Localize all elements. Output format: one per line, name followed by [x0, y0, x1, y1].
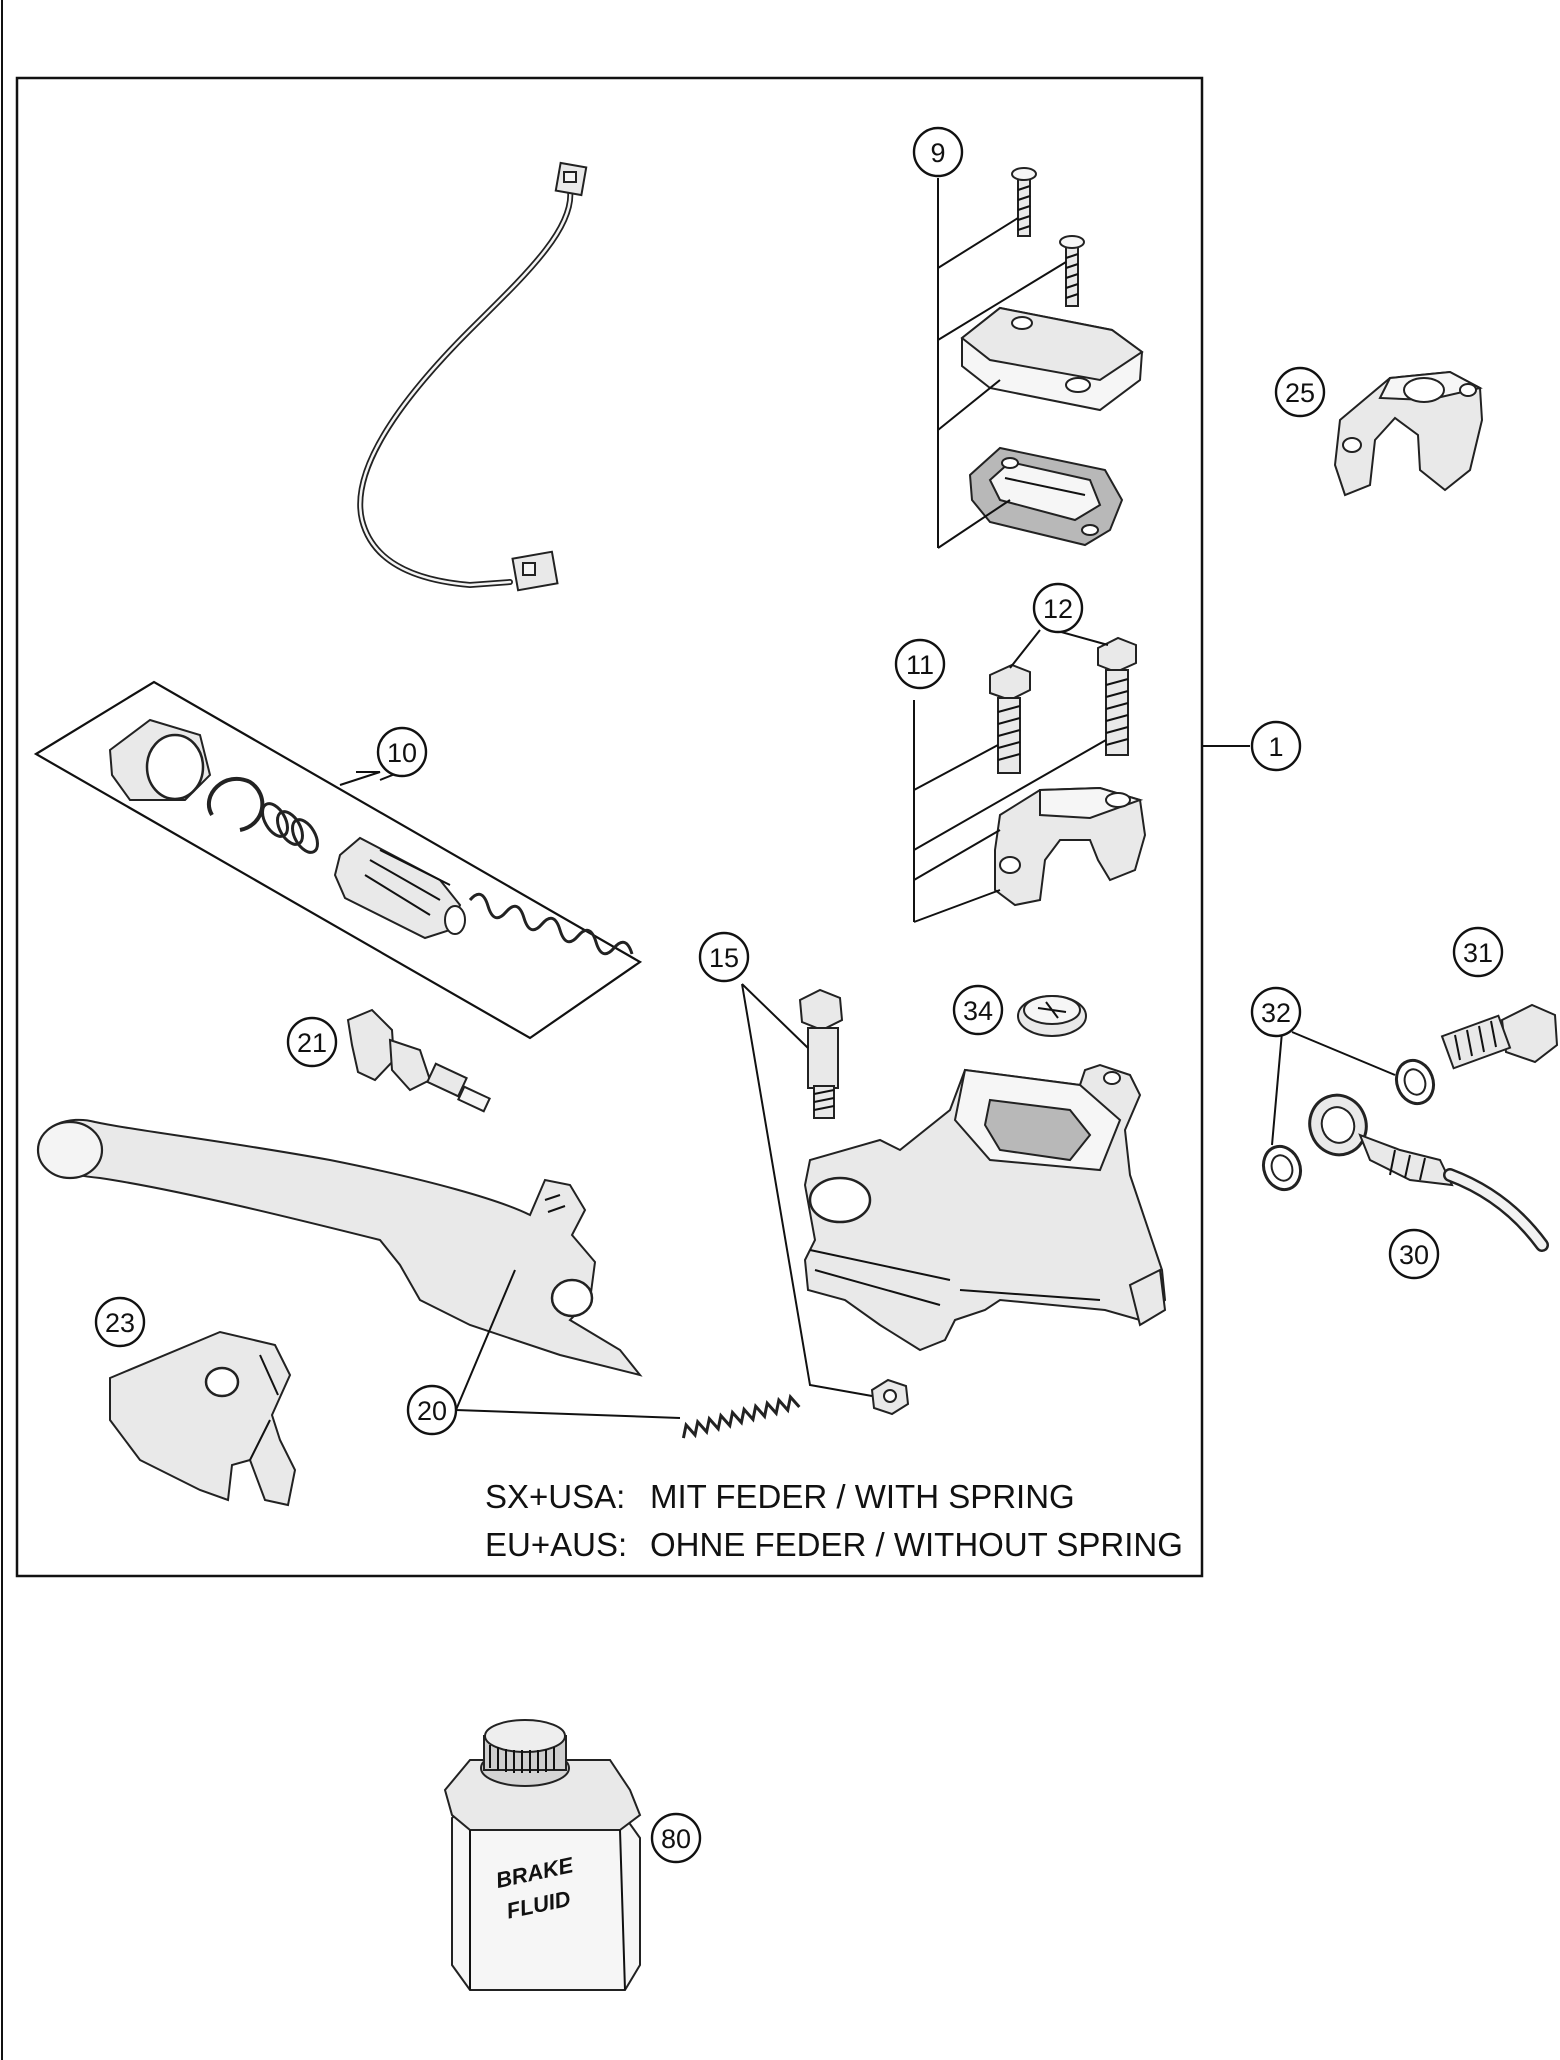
svg-text:34: 34 — [963, 996, 993, 1026]
part-80-brake-fluid-can: BRAKE FLUID — [443, 1719, 642, 1991]
callout-32: 32 — [1250, 986, 1302, 1038]
callout-11: 11 — [894, 638, 946, 690]
part-10-piston-kit — [33, 680, 643, 1040]
callout-21: 21 — [286, 1016, 338, 1068]
svg-text:31: 31 — [1463, 938, 1493, 968]
callout-34: 34 — [952, 984, 1004, 1036]
svg-text:SX+USA:: SX+USA: — [485, 1478, 625, 1515]
svg-text:12: 12 — [1043, 594, 1073, 624]
svg-text:1: 1 — [1268, 732, 1283, 762]
part-23-lever-guard — [109, 1330, 297, 1507]
assembly-frame — [15, 76, 1204, 1578]
part-20-lever — [36, 1118, 801, 1439]
svg-text:20: 20 — [417, 1396, 447, 1426]
spring-note: SX+USA: MIT FEDER / WITH SPRING EU+AUS: … — [485, 1478, 1183, 1563]
callout-23: 23 — [94, 1296, 146, 1348]
callout-12: 12 — [1032, 582, 1084, 634]
callout-20: 20 — [406, 1384, 458, 1436]
svg-text:30: 30 — [1399, 1240, 1429, 1270]
callout-9: 9 — [912, 126, 964, 178]
callout-10: 10 — [376, 726, 428, 778]
svg-text:MIT FEDER / WITH SPRING: MIT FEDER / WITH SPRING — [650, 1478, 1075, 1515]
callout-15: 15 — [698, 931, 750, 983]
callout-80: 80 — [650, 1812, 702, 1864]
svg-text:15: 15 — [709, 943, 739, 973]
svg-text:80: 80 — [661, 1824, 691, 1854]
svg-text:23: 23 — [105, 1308, 135, 1338]
master-cylinder-body — [803, 1063, 1167, 1352]
part-21-adjuster — [346, 1008, 491, 1113]
svg-text:11: 11 — [906, 650, 934, 680]
svg-text:21: 21 — [297, 1028, 327, 1058]
part-25-handlebar-clamp — [1333, 370, 1484, 497]
part-31-banjo-bolt — [1440, 1003, 1559, 1070]
part-9-reservoir-cover-kit — [937, 167, 1144, 549]
part-34-sight-glass — [1017, 995, 1087, 1037]
callout-1: 1 — [1250, 720, 1302, 772]
svg-text:OHNE FEDER / WITHOUT SPRING: OHNE FEDER / WITHOUT SPRING — [650, 1526, 1183, 1563]
callout-30: 30 — [1388, 1228, 1440, 1280]
leader-10 — [339, 771, 381, 786]
svg-text:25: 25 — [1285, 378, 1315, 408]
part-30-brake-hose — [1308, 1093, 1549, 1252]
part-11-12-clamp-screws — [913, 629, 1147, 923]
svg-text:32: 32 — [1261, 998, 1291, 1028]
svg-text:9: 9 — [930, 138, 945, 168]
svg-text:10: 10 — [387, 738, 417, 768]
callout-25: 25 — [1274, 366, 1326, 418]
callout-31: 31 — [1452, 926, 1504, 978]
part-32-sealing-washers — [1261, 1031, 1436, 1192]
svg-text:EU+AUS:: EU+AUS: — [485, 1526, 627, 1563]
part-15-pivot-bolt-and-nut — [741, 983, 910, 1416]
part-24-wire-harness — [357, 161, 588, 592]
